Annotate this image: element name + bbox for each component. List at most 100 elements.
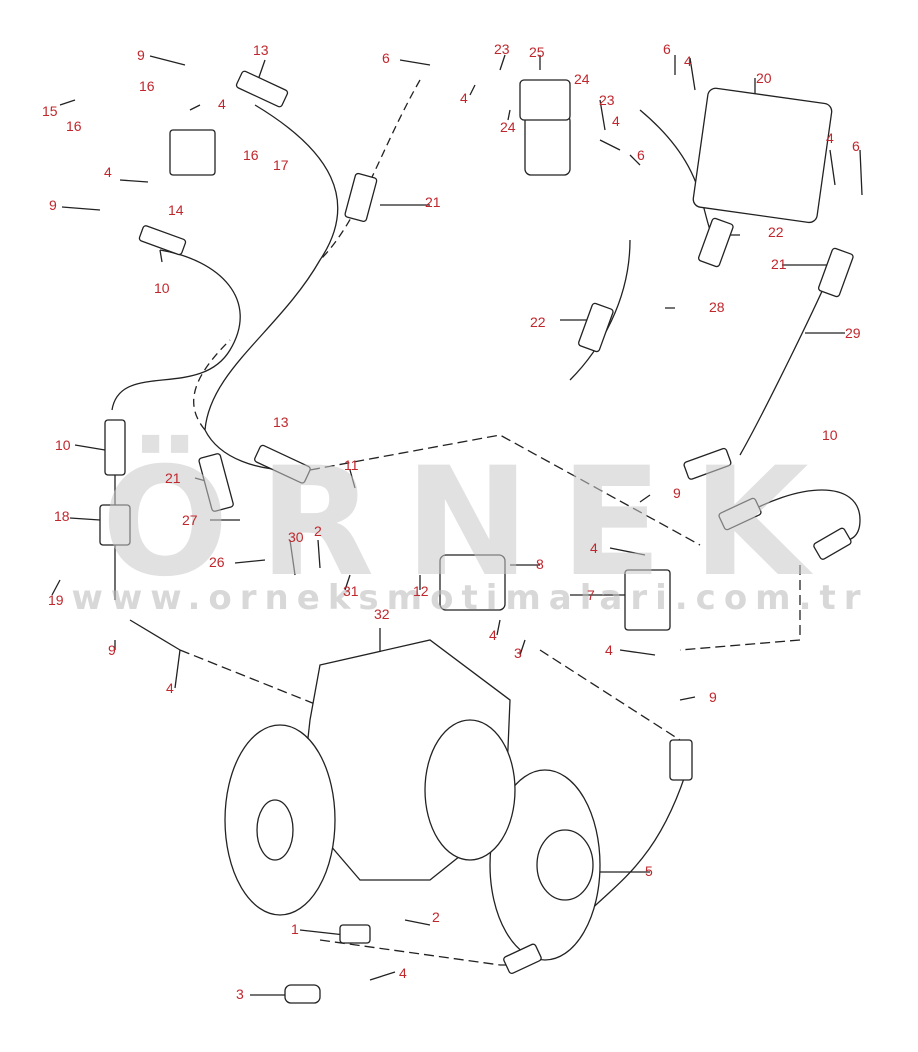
hydraulic-motor bbox=[439, 554, 506, 611]
callout-label: 27 bbox=[182, 512, 198, 528]
callout-label: 6 bbox=[852, 138, 860, 154]
hose-line bbox=[539, 649, 681, 741]
hose-fitting bbox=[503, 943, 542, 975]
tee-fitting bbox=[99, 504, 131, 546]
callout-label: 31 bbox=[343, 583, 359, 599]
callout-label: 10 bbox=[55, 437, 71, 453]
callout-label: 9 bbox=[673, 485, 681, 501]
callout-label: 2 bbox=[314, 523, 322, 539]
hose-fitting bbox=[813, 527, 852, 560]
callout-label: 7 bbox=[587, 587, 595, 603]
callout-label: 16 bbox=[243, 147, 259, 163]
callout-label: 18 bbox=[54, 508, 70, 524]
callout-label: 4 bbox=[826, 130, 834, 146]
callout-label: 4 bbox=[605, 642, 613, 658]
callout-label: 4 bbox=[612, 113, 620, 129]
callout-label: 19 bbox=[48, 592, 64, 608]
callout-label: 22 bbox=[768, 224, 784, 240]
wheel-hub-left bbox=[256, 799, 294, 861]
hose-fitting bbox=[104, 419, 126, 476]
callout-label: 11 bbox=[344, 457, 359, 473]
hose-line bbox=[639, 109, 711, 231]
callout-label: 9 bbox=[108, 642, 116, 658]
hose-fitting bbox=[577, 302, 614, 353]
callout-label: 32 bbox=[374, 606, 390, 622]
hose-fitting bbox=[138, 225, 187, 256]
callout-label: 21 bbox=[165, 470, 181, 486]
callout-label: 4 bbox=[399, 965, 407, 981]
callout-label: 16 bbox=[66, 118, 82, 134]
valve-block bbox=[624, 569, 671, 631]
callout-label: 28 bbox=[709, 299, 725, 315]
callout-label: 4 bbox=[104, 164, 112, 180]
hose-fitting bbox=[198, 453, 234, 512]
callout-label: 14 bbox=[168, 202, 184, 218]
callout-label: 13 bbox=[253, 42, 269, 58]
callout-label: 6 bbox=[382, 50, 390, 66]
callout-label: 10 bbox=[154, 280, 170, 296]
callout-label: 22 bbox=[530, 314, 546, 330]
solenoid-valve bbox=[169, 129, 216, 176]
watermark-brand: ÖRNEK bbox=[101, 436, 839, 610]
callout-label: 21 bbox=[771, 256, 787, 272]
callout-label: 4 bbox=[218, 96, 226, 112]
callout-label: 24 bbox=[500, 119, 516, 135]
oil-cooler bbox=[692, 87, 833, 224]
hose-fitting bbox=[817, 247, 854, 298]
hose-line bbox=[111, 249, 241, 411]
callout-label: 4 bbox=[166, 680, 174, 696]
callout-label: 4 bbox=[489, 627, 497, 643]
callout-label: 24 bbox=[574, 71, 590, 87]
callout-label: 12 bbox=[413, 583, 429, 599]
callout-label: 16 bbox=[139, 78, 155, 94]
callout-label: 8 bbox=[536, 556, 544, 572]
hose-line bbox=[679, 565, 801, 651]
callout-label: 20 bbox=[756, 70, 772, 86]
callout-label: 9 bbox=[49, 197, 57, 213]
watermark-url: www.orneksmotimalari.com.tr bbox=[71, 578, 869, 618]
hose-line bbox=[129, 619, 181, 651]
callout-label: 3 bbox=[514, 645, 522, 661]
wheel-hub-right bbox=[536, 829, 594, 901]
callout-label: 29 bbox=[845, 325, 861, 341]
callout-label: 30 bbox=[288, 529, 304, 545]
hose-line bbox=[179, 649, 331, 711]
hose-fitting bbox=[344, 172, 378, 223]
callout-label: 4 bbox=[590, 540, 598, 556]
callout-label: 6 bbox=[637, 147, 645, 163]
callout-label: 1 bbox=[291, 921, 299, 937]
hose-line bbox=[319, 939, 520, 966]
hose-line bbox=[569, 239, 631, 381]
callout-label: 23 bbox=[494, 41, 510, 57]
callout-label: 13 bbox=[273, 414, 289, 430]
hose-fitting bbox=[718, 497, 762, 531]
hose-fitting bbox=[254, 444, 311, 484]
bolt bbox=[339, 924, 371, 944]
callout-label: 17 bbox=[273, 157, 289, 173]
ring-gear bbox=[424, 719, 516, 861]
hose-fitting bbox=[235, 70, 289, 108]
hose-line bbox=[204, 104, 339, 431]
callout-label: 21 bbox=[425, 194, 441, 210]
callout-label: 9 bbox=[709, 689, 717, 705]
callout-label: 6 bbox=[663, 41, 671, 57]
callout-label: 3 bbox=[236, 986, 244, 1002]
filter-canister bbox=[524, 114, 571, 176]
callout-label: 25 bbox=[529, 44, 545, 60]
hose-fitting bbox=[697, 217, 734, 268]
plug bbox=[284, 984, 321, 1004]
callout-label: 4 bbox=[684, 53, 692, 69]
callout-label: 10 bbox=[822, 427, 838, 443]
callout-label: 5 bbox=[645, 863, 653, 879]
hose-line bbox=[193, 339, 231, 431]
callout-label: 23 bbox=[599, 92, 615, 108]
hose-line bbox=[319, 79, 421, 261]
hose-fitting bbox=[669, 739, 693, 781]
hose-fitting bbox=[683, 447, 732, 480]
callout-label: 9 bbox=[137, 47, 145, 63]
hose-line bbox=[309, 434, 701, 546]
callout-label: 26 bbox=[209, 554, 225, 570]
callout-label: 15 bbox=[42, 103, 58, 119]
callout-label: 2 bbox=[432, 909, 440, 925]
